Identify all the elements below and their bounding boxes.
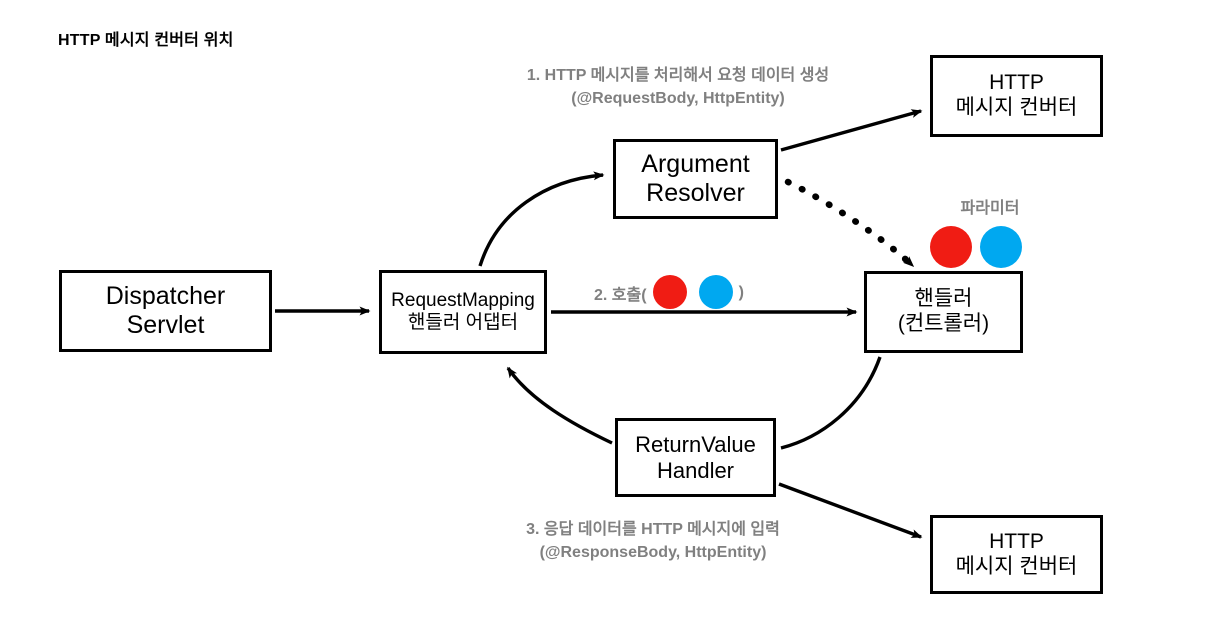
page-title: HTTP 메시지 컨버터 위치 xyxy=(58,32,234,49)
node-returnvalue-handler-line2: Handler xyxy=(656,457,735,483)
annotation-invoke-step: 2. 호출( ) xyxy=(594,275,744,310)
invoke-dot-red-icon xyxy=(652,275,687,309)
node-http-message-converter-top: HTTP 메시지 컨버터 xyxy=(930,55,1103,137)
node-handler-controller: 핸들러 (컨트롤러) xyxy=(864,271,1023,353)
annotation-request-step-line1: 1. HTTP 메시지를 처리해서 요청 데이터 생성 xyxy=(526,67,830,84)
node-argument-resolver-line1: Argument xyxy=(641,149,750,178)
annotation-response-step-line2: (@ResponseBody, HttpEntity) xyxy=(539,544,767,562)
edge-argument-resolver-to-handler xyxy=(784,178,917,270)
edge-handler-to-returnvalue-handler xyxy=(780,356,882,450)
parameter-dot-red-icon xyxy=(930,226,972,268)
invoke-dot-blue-icon xyxy=(698,275,733,309)
annotation-request-step-line2: (@RequestBody, HttpEntity) xyxy=(571,90,785,108)
node-http-message-converter-bottom: HTTP 메시지 컨버터 xyxy=(930,515,1103,594)
annotation-invoke-suffix: ) xyxy=(738,284,744,301)
node-request-mapping-line1: RequestMapping xyxy=(391,289,535,311)
edge-returnvalue-handler-to-adapter xyxy=(506,366,613,445)
node-handler-line2: (컨트롤러) xyxy=(897,312,990,335)
node-dispatcher-servlet: Dispatcher Servlet xyxy=(59,270,272,352)
annotation-invoke-prefix: 2. 호출( xyxy=(594,287,647,304)
node-http-converter-bottom-line2: 메시지 컨버터 xyxy=(955,554,1078,578)
parameter-dot-blue-icon xyxy=(980,226,1022,268)
annotation-response-step-line1: 3. 응답 데이터를 HTTP 메시지에 입력 xyxy=(526,521,780,538)
node-handler-line1: 핸들러 xyxy=(914,287,973,311)
node-dispatcher-servlet-line1: Dispatcher xyxy=(105,281,226,310)
node-argument-resolver: Argument Resolver xyxy=(613,139,778,219)
node-returnvalue-handler-line1: ReturnValue xyxy=(635,431,756,457)
node-request-mapping-handler-adapter: RequestMapping 핸들러 어댑터 xyxy=(379,270,547,354)
node-returnvalue-handler: ReturnValue Handler xyxy=(615,418,776,497)
edge-argument-resolver-to-http-converter xyxy=(780,109,923,152)
node-http-converter-top-line2: 메시지 컨버터 xyxy=(955,96,1078,119)
edge-adapter-to-argument-resolver xyxy=(478,171,605,267)
annotation-parameter-label: 파라미터 xyxy=(960,200,1020,217)
node-http-converter-bottom-line1: HTTP xyxy=(989,529,1044,553)
annotation-response-step: 3. 응답 데이터를 HTTP 메시지에 입력 (@ResponseBody, … xyxy=(443,518,863,564)
node-request-mapping-line2: 핸들러 어댑터 xyxy=(407,312,519,333)
annotation-request-step: 1. HTTP 메시지를 처리해서 요청 데이터 생성 (@RequestBod… xyxy=(478,64,878,110)
edge-returnvalue-handler-to-http-converter xyxy=(778,482,923,539)
node-http-converter-top-line1: HTTP xyxy=(989,71,1044,95)
node-argument-resolver-line2: Resolver xyxy=(646,179,745,207)
node-dispatcher-servlet-line2: Servlet xyxy=(126,311,205,339)
